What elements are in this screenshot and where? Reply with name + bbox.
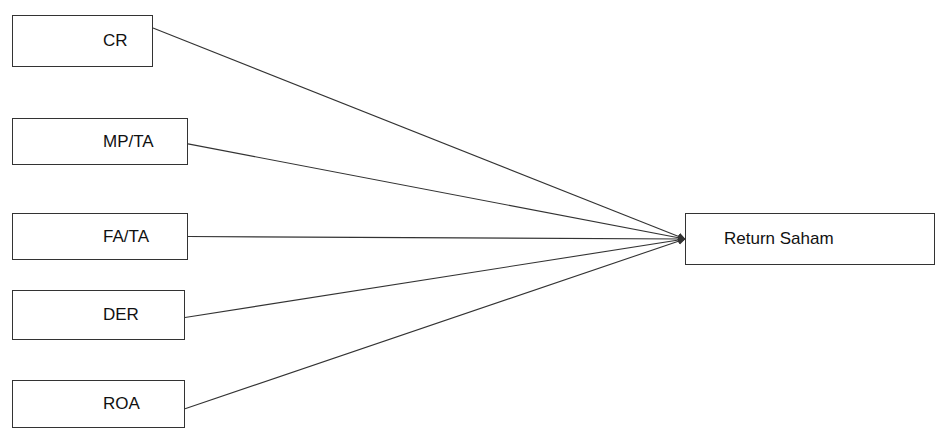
dependent-variable-box: Return Saham xyxy=(685,213,935,265)
ratio-box: MP/TA xyxy=(12,118,188,165)
ratio-box: ROA xyxy=(12,380,185,428)
node-label: Return Saham xyxy=(724,229,834,249)
connector-arrow xyxy=(188,144,685,239)
ratio-box: DER xyxy=(12,290,185,340)
connector-arrow xyxy=(188,237,685,240)
node-label: FA/TA xyxy=(103,227,149,247)
connector-arrow xyxy=(185,239,685,409)
ratio-box: FA/TA xyxy=(12,213,188,260)
connector-arrow xyxy=(185,239,685,318)
node-label: ROA xyxy=(103,394,140,414)
connector-arrow xyxy=(153,28,685,239)
ratio-box: CR xyxy=(12,15,153,67)
node-label: CR xyxy=(103,31,128,51)
node-label: MP/TA xyxy=(103,132,154,152)
node-label: DER xyxy=(103,305,139,325)
